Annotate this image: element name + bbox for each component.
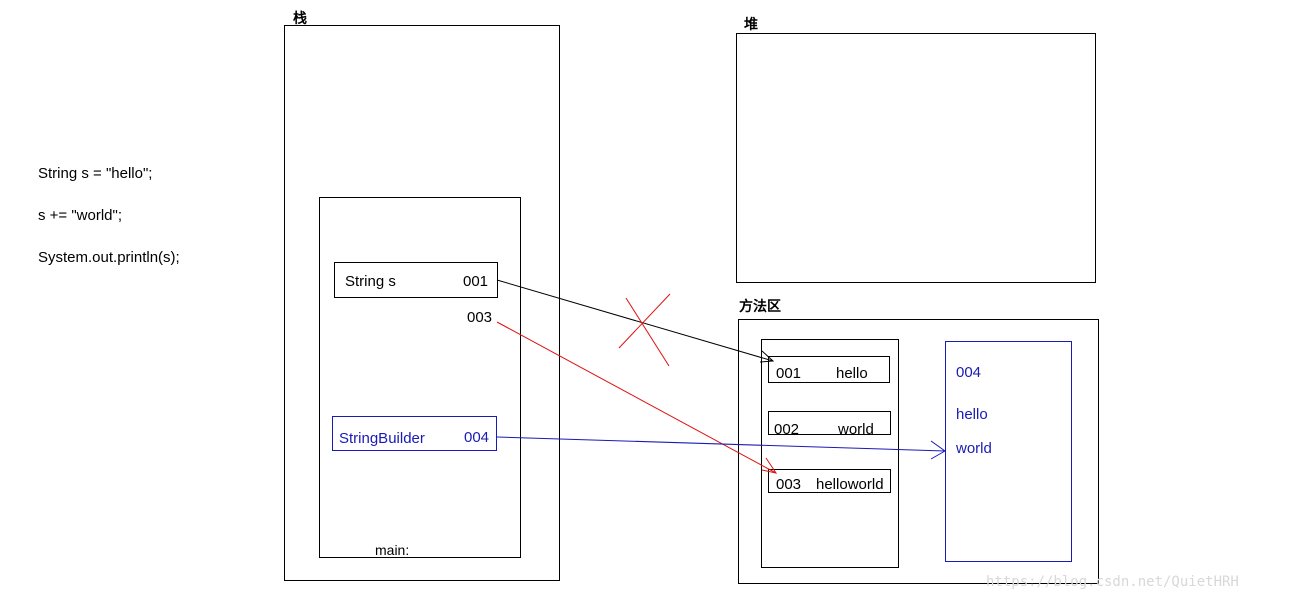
method-area-region: [738, 319, 1099, 584]
var-s-address: 001: [463, 273, 489, 290]
string-constant-pool: [761, 339, 899, 568]
arrow-stringbuilder-to-object: [496, 436, 946, 460]
var-sb-address: 004: [464, 429, 490, 446]
var-s-new-address: 003: [467, 309, 493, 326]
pool-entry-001-value: hello: [836, 365, 868, 382]
stack-region: [284, 25, 560, 581]
stringbuilder-address: 004: [956, 364, 982, 381]
method-area-title: 方法区: [739, 299, 781, 315]
pool-entry-002-address: 002: [774, 421, 800, 438]
var-sb-box: [332, 416, 497, 451]
pool-entry-002: [768, 411, 891, 435]
arrow-s-to-hello: [496, 279, 775, 363]
stringbuilder-content-1: hello: [956, 406, 988, 423]
main-frame: [319, 197, 521, 558]
stringbuilder-content-2: world: [956, 440, 992, 457]
crossed-out-reference-mark: [618, 293, 671, 367]
stringbuilder-object: [945, 341, 1072, 562]
main-frame-label: main:: [375, 542, 410, 558]
code-line-2: s += "world";: [38, 207, 123, 224]
var-s-name: String s: [345, 273, 396, 290]
pool-entry-002-value: world: [838, 421, 874, 438]
code-line-1: String s = "hello";: [38, 165, 153, 182]
pool-entry-003: [768, 469, 891, 493]
pool-entry-001-address: 001: [776, 365, 802, 382]
heap-region: [736, 33, 1096, 283]
stack-title: 栈: [293, 11, 307, 27]
heap-title: 堆: [744, 17, 758, 33]
arrow-003-to-helloworld: [496, 321, 778, 474]
code-line-3: System.out.println(s);: [38, 249, 180, 266]
watermark-text: https://blog.csdn.net/QuietHRH: [986, 574, 1239, 590]
pool-entry-001: [768, 356, 890, 383]
var-sb-name: StringBuilder: [339, 430, 425, 447]
pool-entry-003-address: 003: [776, 476, 802, 493]
pool-entry-003-value: helloworld: [816, 476, 884, 493]
